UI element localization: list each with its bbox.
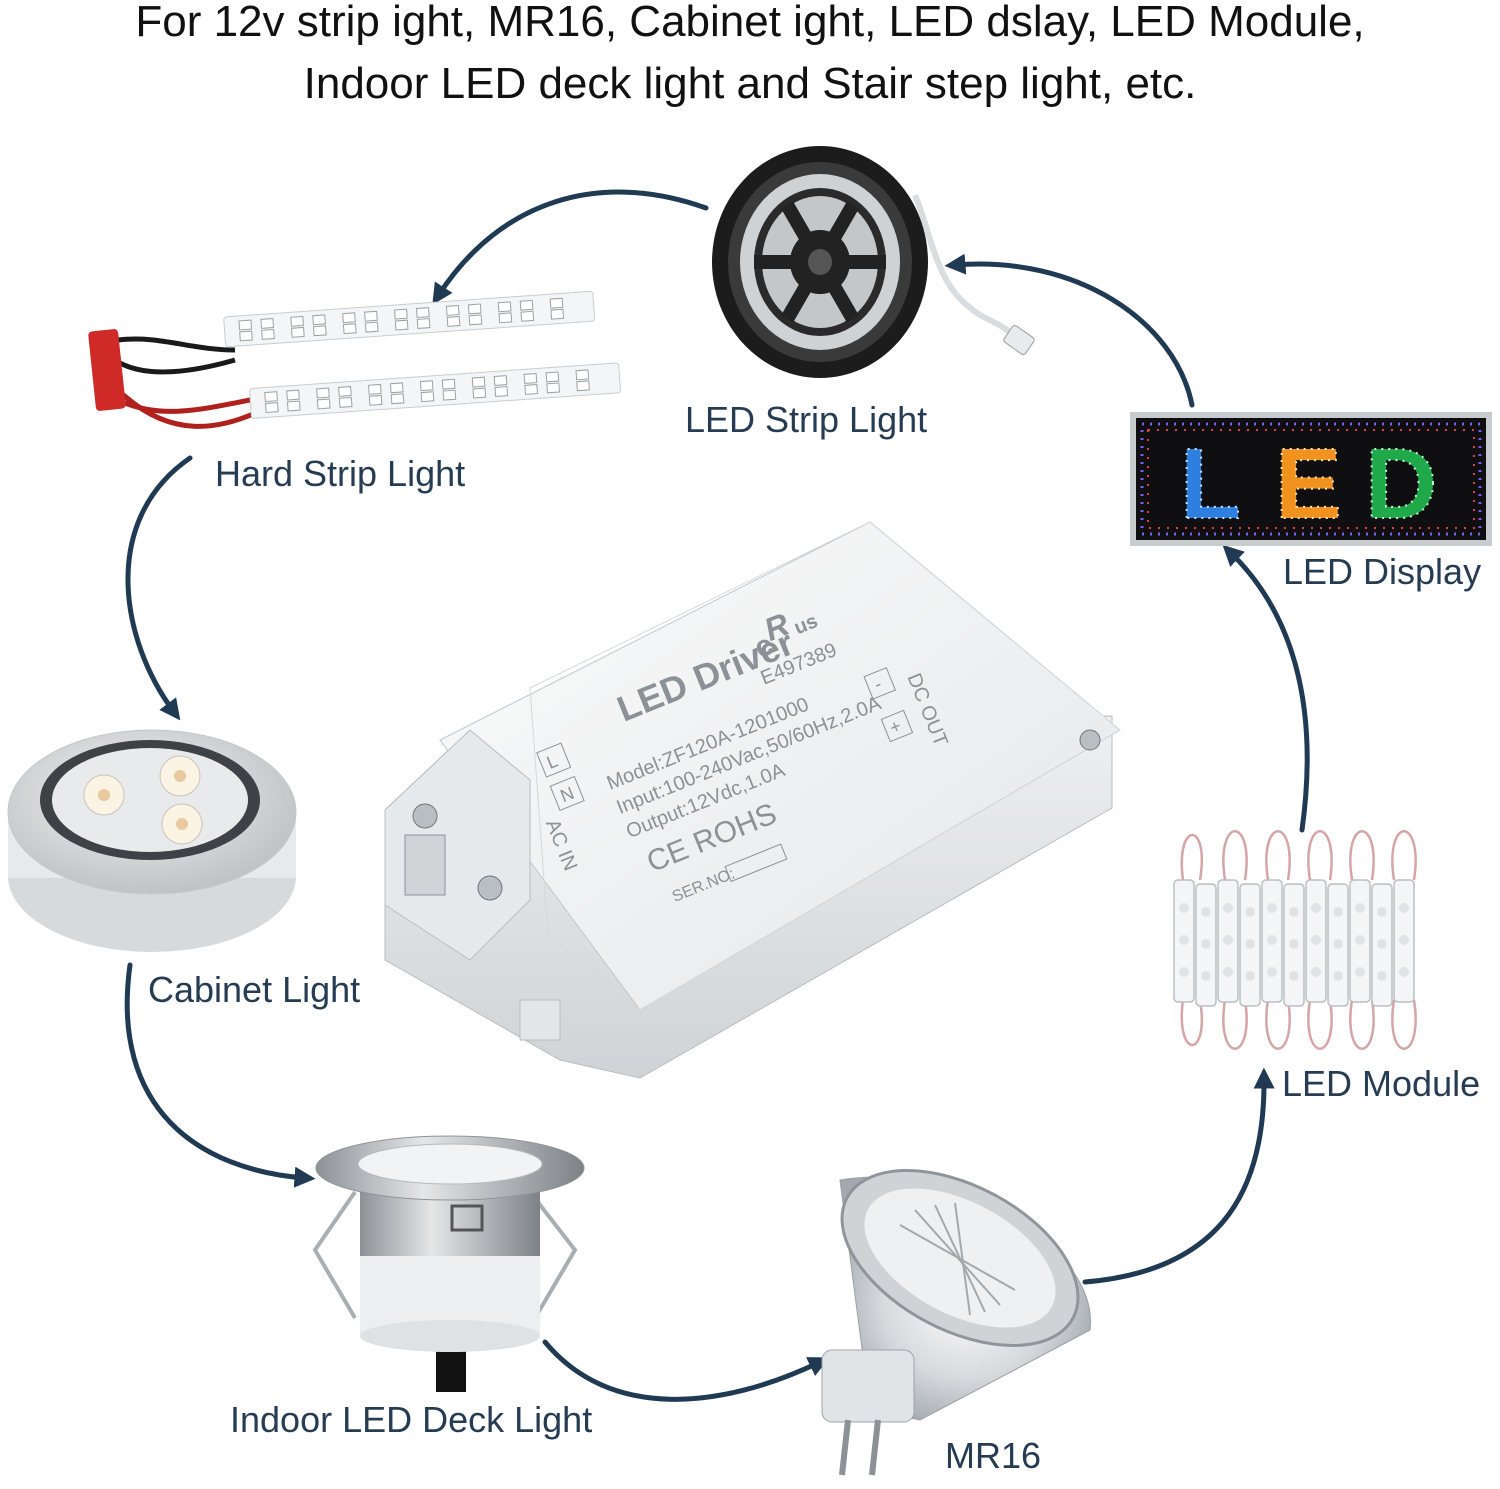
headline-line-1: For 12v strip ight, MR16, Cabinet ight, … <box>135 0 1365 46</box>
arrow-strip-to-hard <box>432 189 709 305</box>
mr16-image <box>821 1169 1091 1476</box>
label-led-module: LED Module <box>1282 1063 1481 1104</box>
label-cabinet-light: Cabinet Light <box>148 969 361 1010</box>
led-module-image <box>1173 830 1417 1050</box>
arrow-cabinet-to-deck <box>124 962 316 1188</box>
led-driver-image: LED Driver c R us E497389 Model:ZF120A-1… <box>384 521 1121 1079</box>
cabinet-light-image <box>7 729 297 952</box>
deck-light-image <box>312 1135 585 1392</box>
label-mr16: MR16 <box>945 1435 1042 1476</box>
label-hard-strip-light: Hard Strip Light <box>215 453 466 494</box>
arrow-hard-to-cabinet <box>125 455 193 721</box>
hard-strip-light-image <box>88 290 621 429</box>
label-led-strip-light: LED Strip Light <box>685 399 928 440</box>
arrow-module-to-display <box>1222 544 1310 833</box>
led-strip-reel-image <box>712 146 1035 378</box>
arrow-display-to-strip <box>944 253 1195 408</box>
label-indoor-led-deck-light: Indoor LED Deck Light <box>230 1399 593 1440</box>
arrow-deck-to-mr16 <box>542 1339 830 1402</box>
led-display-letter-e: E <box>1275 428 1342 540</box>
led-display-image: L E D <box>1130 412 1492 546</box>
arrow-mr16-to-module <box>1082 1067 1275 1285</box>
led-display-letter-d: D <box>1365 428 1437 540</box>
led-display-letter-l: L <box>1180 428 1241 540</box>
flow-arrows <box>124 189 1310 1402</box>
headline-line-2: Indoor LED deck light and Stair step lig… <box>303 59 1197 108</box>
label-led-display: LED Display <box>1283 551 1482 592</box>
